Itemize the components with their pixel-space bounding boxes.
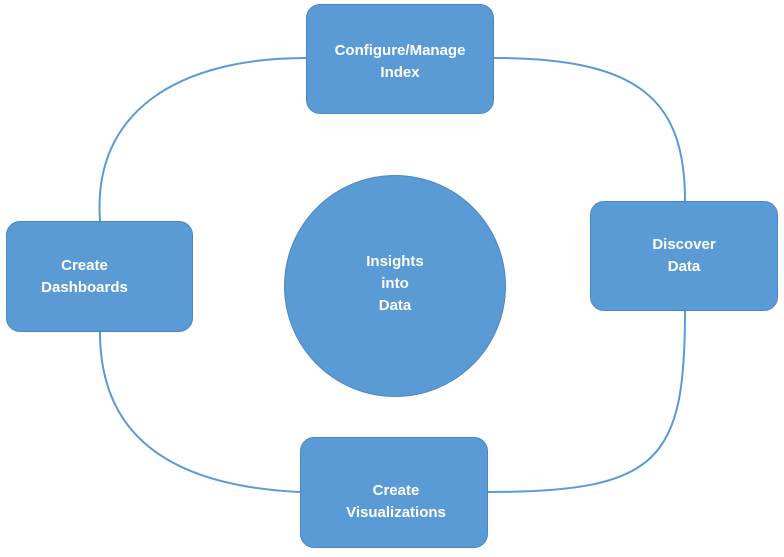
connector-visualize-to-dashboards [99, 331, 301, 493]
node-label-line: Insights [366, 253, 424, 270]
node-label-line: Index [380, 64, 420, 81]
connector-dashboards-to-configure [98, 57, 307, 222]
configure-manage-index-node: Configure/Manage Index [306, 4, 494, 114]
create-dashboards-node: Create Dashboards [6, 221, 193, 332]
connector-configure-to-discover [493, 57, 686, 202]
node-label-line: Configure/Manage [334, 42, 466, 59]
connector-discover-to-visualize [487, 310, 686, 493]
discover-data-node: Discover Data [590, 201, 778, 311]
node-label-line: Create [372, 481, 420, 499]
create-visualizations-node: Create Visualizations [300, 437, 488, 548]
node-label-line: Dashboards [41, 278, 128, 296]
node-label-line: Data [378, 297, 412, 314]
node-label-line: into [381, 275, 409, 292]
insights-into-data-center-node: Insights into Data [284, 175, 506, 397]
node-label-line: Visualizations [346, 503, 446, 521]
node-label-line: Create [61, 256, 108, 274]
node-label-line: Discover [652, 236, 716, 253]
node-label-line: Data [667, 258, 701, 275]
